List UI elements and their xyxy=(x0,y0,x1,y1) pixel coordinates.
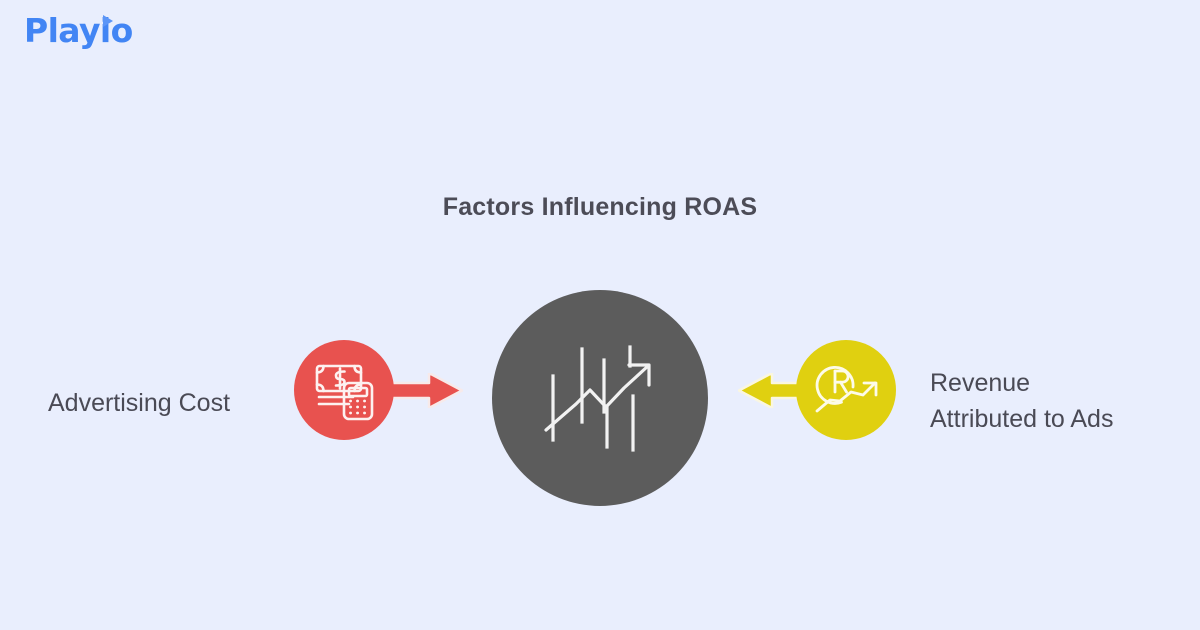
roas-factors-diagram: Advertising Cost xyxy=(0,270,1200,540)
node-revenue-attributed[interactable] xyxy=(796,340,896,440)
brand-name: Playio xyxy=(24,11,133,50)
node-advertising-cost[interactable] xyxy=(294,340,394,440)
play-triangle-icon xyxy=(103,15,113,27)
revenue-growth-icon xyxy=(815,366,878,413)
money-calculator-icon xyxy=(315,364,374,421)
node-label-advertising-cost: Advertising Cost xyxy=(48,389,231,417)
brand-logo[interactable]: Playio xyxy=(24,14,133,47)
page-title: Factors Influencing ROAS xyxy=(442,193,758,221)
node-label-revenue-attributed: Revenue Attributed to Ads xyxy=(930,369,1114,433)
node-roas[interactable] xyxy=(492,290,708,506)
bar-chart-growth-icon xyxy=(544,345,651,452)
